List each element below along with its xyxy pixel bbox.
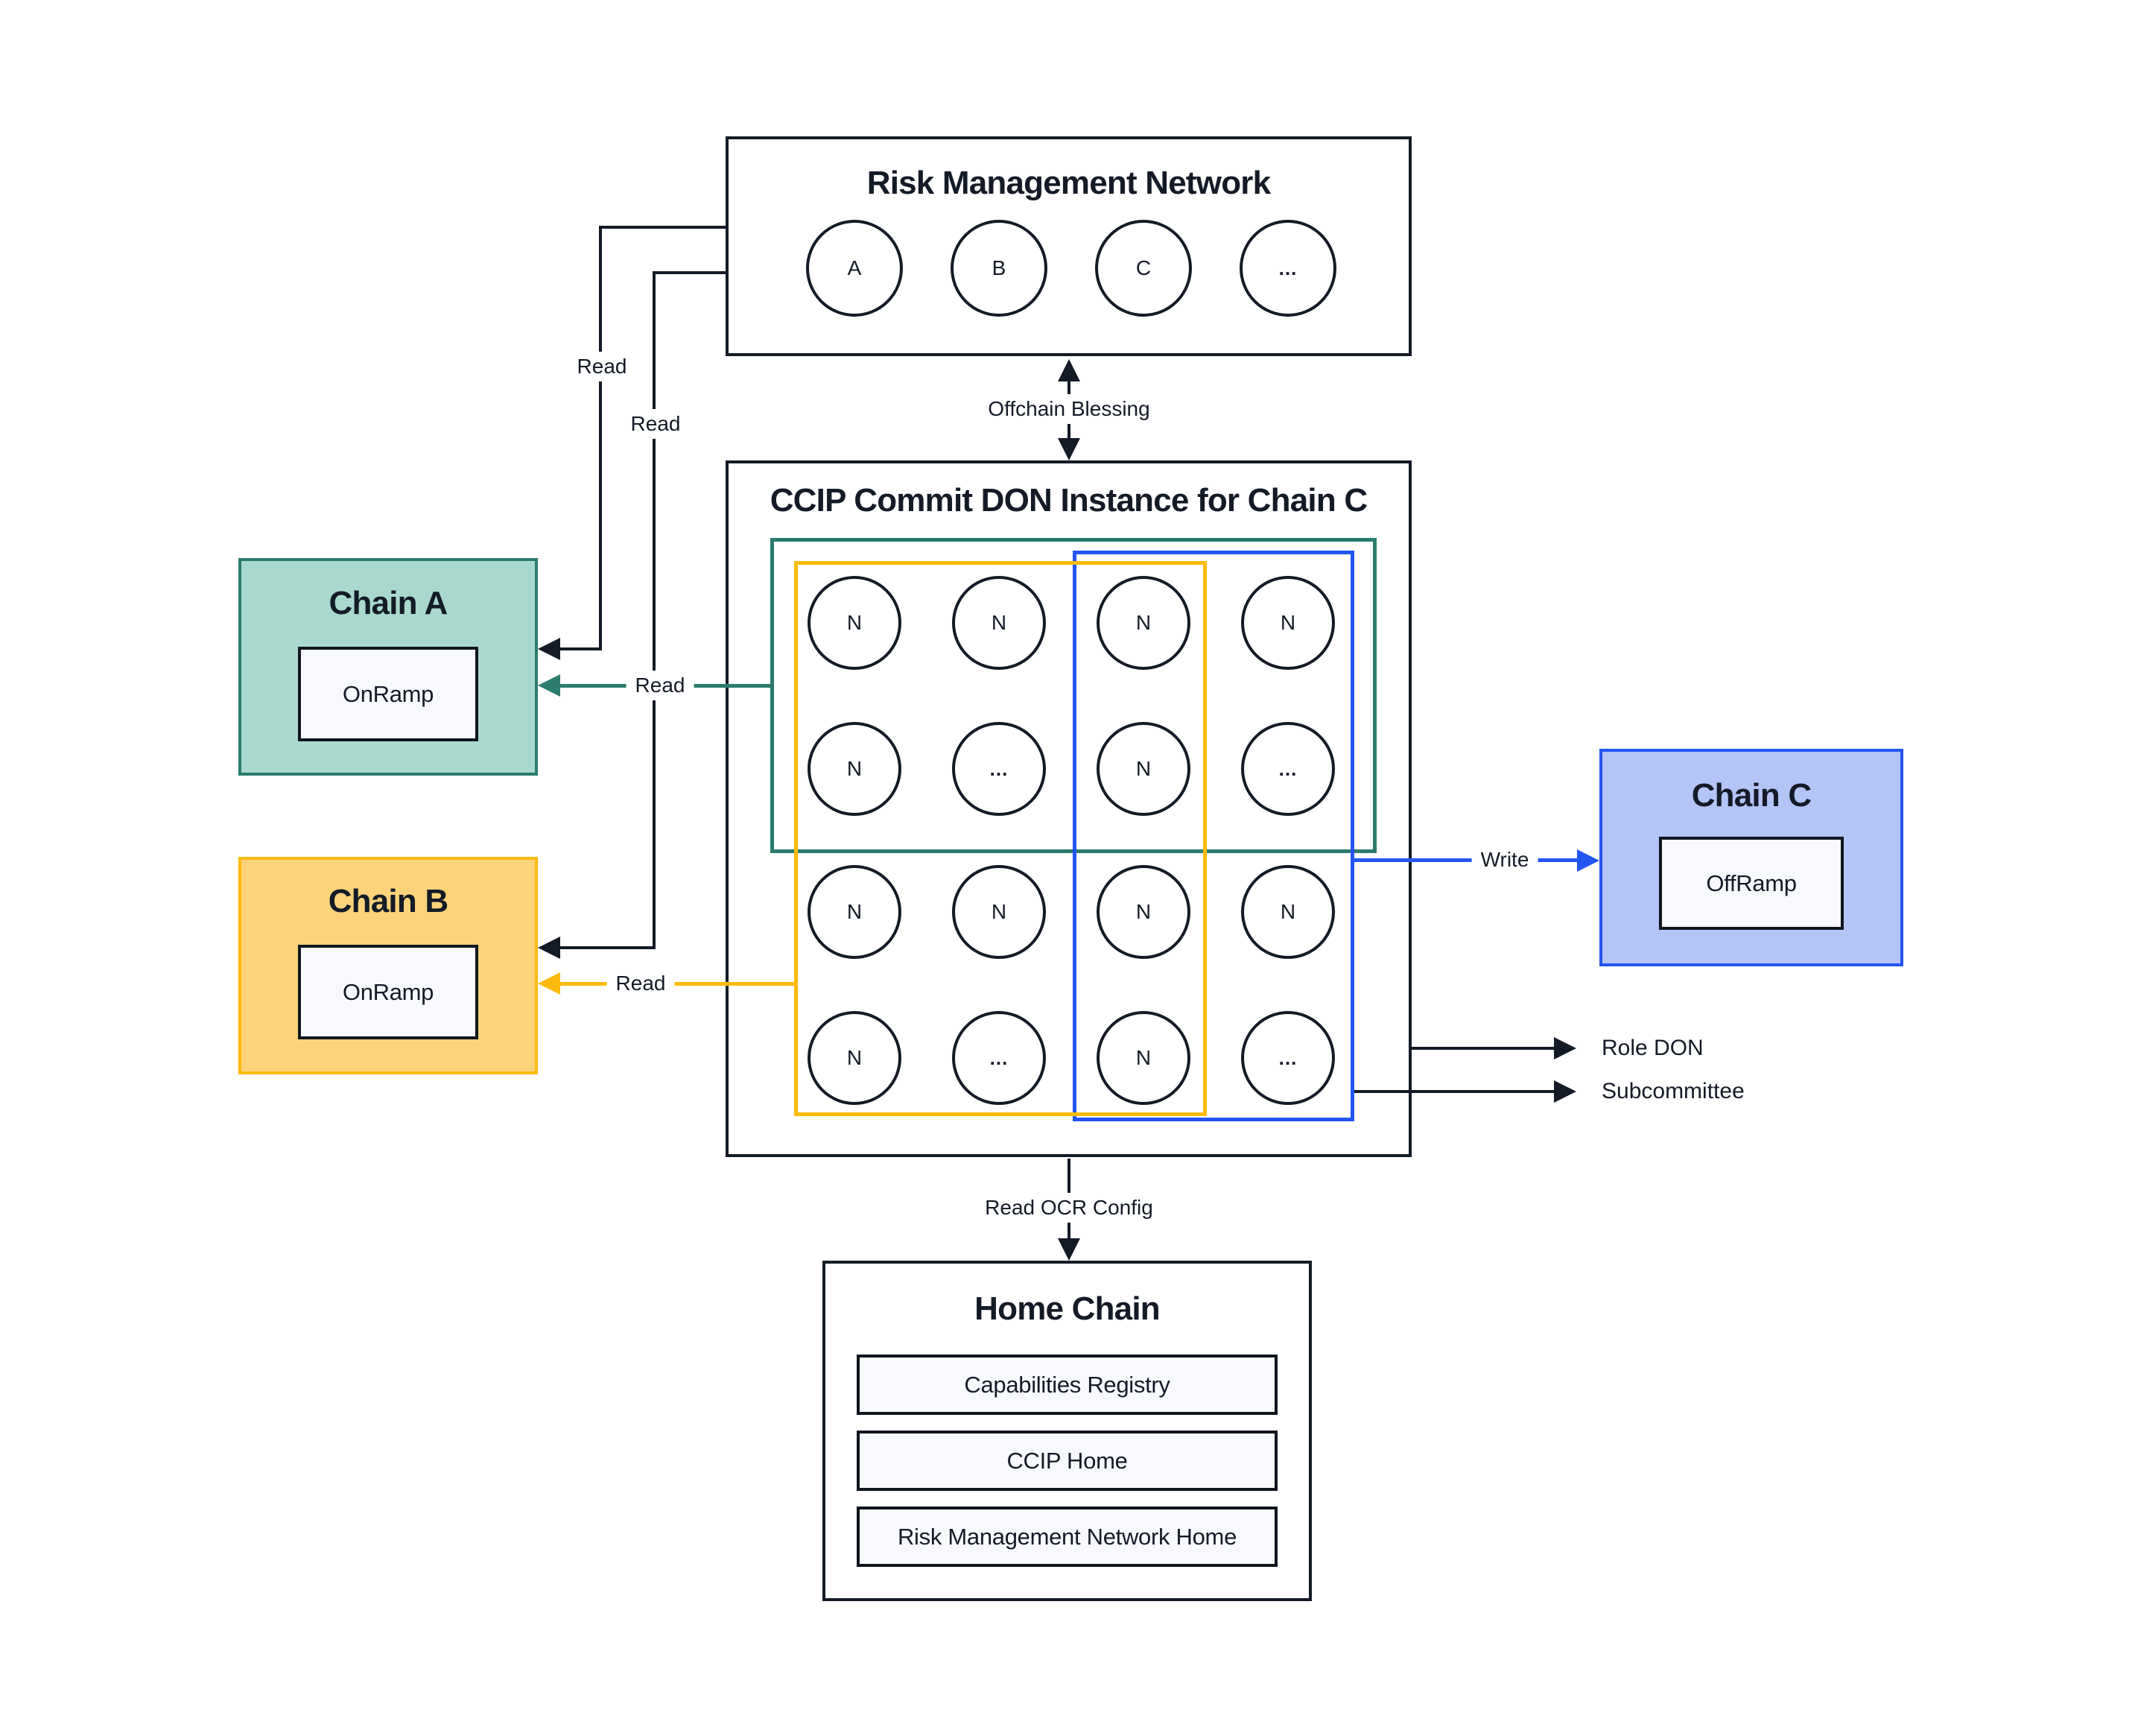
- offchain-blessing-label: Offchain Blessing: [979, 394, 1159, 424]
- subcommittee-label: Subcommittee: [1602, 1076, 1745, 1107]
- role-don-rect: [794, 561, 1207, 1116]
- don-node-r4-c1: N: [808, 1011, 901, 1105]
- subcommittee-arrowhead: [1554, 1080, 1576, 1103]
- rmn-chain-a-read-label: Read: [568, 352, 636, 381]
- ccip-home-box: CCIP Home: [857, 1431, 1278, 1491]
- rmn-chain-a-line-h1: [600, 226, 727, 229]
- don-node-r4-c4: ...: [1241, 1011, 1335, 1105]
- write-arrowhead: [1577, 849, 1599, 872]
- rmn-node-3: C: [1095, 220, 1192, 317]
- don-node-r4-c2: ...: [952, 1011, 1046, 1105]
- don-node-r1-c2: N: [952, 576, 1046, 670]
- don-node-r3-c4: N: [1241, 865, 1335, 959]
- don-node-r3-c2: N: [952, 865, 1046, 959]
- rmn-chain-b-arrowhead: [538, 937, 560, 959]
- rmn-chain-b-read-label: Read: [621, 409, 690, 439]
- don-node-r2-c2: ...: [952, 722, 1046, 816]
- chain-c-title: Chain C: [1691, 777, 1812, 814]
- rmn-node-4: ...: [1240, 220, 1336, 317]
- don-chain-a-read-arrowhead: [538, 674, 560, 697]
- chain-c-offramp-box: OffRamp: [1659, 837, 1844, 930]
- rmn-chain-a-arrowhead: [538, 638, 560, 660]
- rmn-chain-a-line-v: [599, 226, 602, 650]
- don-node-r1-c1: N: [808, 576, 901, 670]
- don-node-r2-c4: ...: [1241, 722, 1335, 816]
- role-don-arrowhead: [1554, 1037, 1576, 1059]
- don-node-r2-c3: N: [1097, 722, 1190, 816]
- chain-a-onramp-box: OnRamp: [298, 647, 478, 741]
- subcommittee-rect: [1073, 551, 1354, 1121]
- rmn-chain-b-line-h1: [653, 271, 727, 274]
- read-ocr-config-label: Read OCR Config: [976, 1193, 1162, 1223]
- chain-a-title: Chain A: [329, 585, 448, 621]
- write-line: [1354, 858, 1579, 862]
- home-chain-title: Home Chain: [974, 1290, 1161, 1327]
- role-don-label: Role DON: [1602, 1033, 1704, 1064]
- write-label: Write: [1471, 845, 1538, 875]
- chain-b-onramp-box: OnRamp: [298, 945, 478, 1039]
- rmn-node-2: B: [951, 220, 1047, 317]
- risk-management-network-home-box: Risk Management Network Home: [857, 1507, 1278, 1567]
- don-chain-b-read-label: Read: [606, 969, 675, 998]
- don-node-r1-c4: N: [1241, 576, 1335, 670]
- rmn-node-1: A: [806, 220, 903, 317]
- role-don-line: [1412, 1047, 1554, 1050]
- offchain-blessing-arrowhead-down: [1058, 438, 1080, 460]
- don-node-r4-c3: N: [1097, 1011, 1190, 1105]
- don-chain-b-read-arrowhead: [538, 972, 560, 995]
- rmn-chain-b-line-v: [653, 271, 656, 949]
- rmn-chain-b-line-h2: [559, 946, 654, 949]
- chain-b-title: Chain B: [328, 883, 448, 919]
- ccip-commit-don-title: CCIP Commit DON Instance for Chain C: [770, 482, 1368, 519]
- subcommittee-line: [1354, 1090, 1554, 1093]
- don-node-r2-c1: N: [808, 722, 901, 816]
- don-chain-a-read-label: Read: [626, 671, 694, 700]
- capabilities-registry-box: Capabilities Registry: [857, 1355, 1278, 1415]
- rmn-chain-a-line-h2: [559, 647, 600, 650]
- read-ocr-config-arrowhead: [1058, 1238, 1080, 1261]
- don-node-r3-c3: N: [1097, 865, 1190, 959]
- don-node-r3-c1: N: [808, 865, 901, 959]
- don-chain-b-read-line: [559, 982, 794, 986]
- risk-management-network-title: Risk Management Network: [866, 165, 1271, 201]
- offchain-blessing-arrowhead-up: [1058, 359, 1080, 381]
- don-node-r1-c3: N: [1097, 576, 1190, 670]
